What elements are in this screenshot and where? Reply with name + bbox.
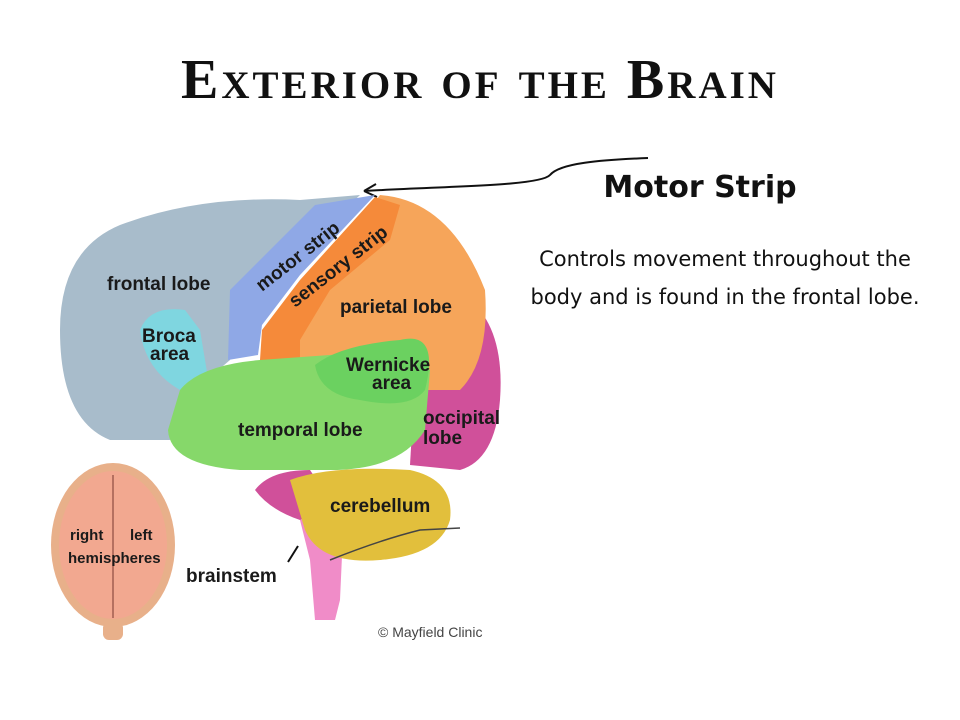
- motor-strip-heading: Motor Strip: [603, 170, 797, 205]
- motor-strip-description: Controls movement throughout the body an…: [530, 247, 920, 309]
- brainstem-pointer: [287, 545, 299, 563]
- pointer-arrow: [363, 157, 649, 192]
- label-wernicke: Wernicke: [346, 355, 430, 376]
- neck: [103, 622, 123, 640]
- parietal-lobe-region: [280, 195, 486, 390]
- label-occipital-lobe: lobe: [423, 428, 462, 449]
- label-wernicke-area: area: [372, 373, 412, 394]
- credit-text: © Mayfield Clinic: [378, 624, 482, 640]
- label-frontal-lobe: frontal lobe: [107, 274, 210, 295]
- label-parietal-lobe: parietal lobe: [340, 297, 452, 318]
- label-occipital: occipital: [423, 408, 500, 429]
- signature-mark: [329, 527, 461, 561]
- sensory-strip-region: [260, 197, 400, 360]
- wernicke-area-region: [315, 338, 430, 404]
- label-left: left: [130, 527, 153, 544]
- label-temporal-lobe: temporal lobe: [238, 420, 363, 441]
- cerebellum-region: [290, 468, 451, 561]
- label-broca: Broca: [142, 326, 196, 347]
- label-right: right: [70, 527, 103, 544]
- broca-area-region: [140, 309, 210, 390]
- slide-title: Exterior of the Brain: [181, 49, 779, 111]
- label-hemispheres: hemispheres: [68, 550, 161, 567]
- label-cerebellum: cerebellum: [330, 496, 430, 517]
- motor-strip-region: [228, 195, 375, 360]
- label-brainstem: brainstem: [186, 566, 277, 587]
- arrow-head: [363, 183, 378, 198]
- label-broca-area: area: [150, 344, 190, 365]
